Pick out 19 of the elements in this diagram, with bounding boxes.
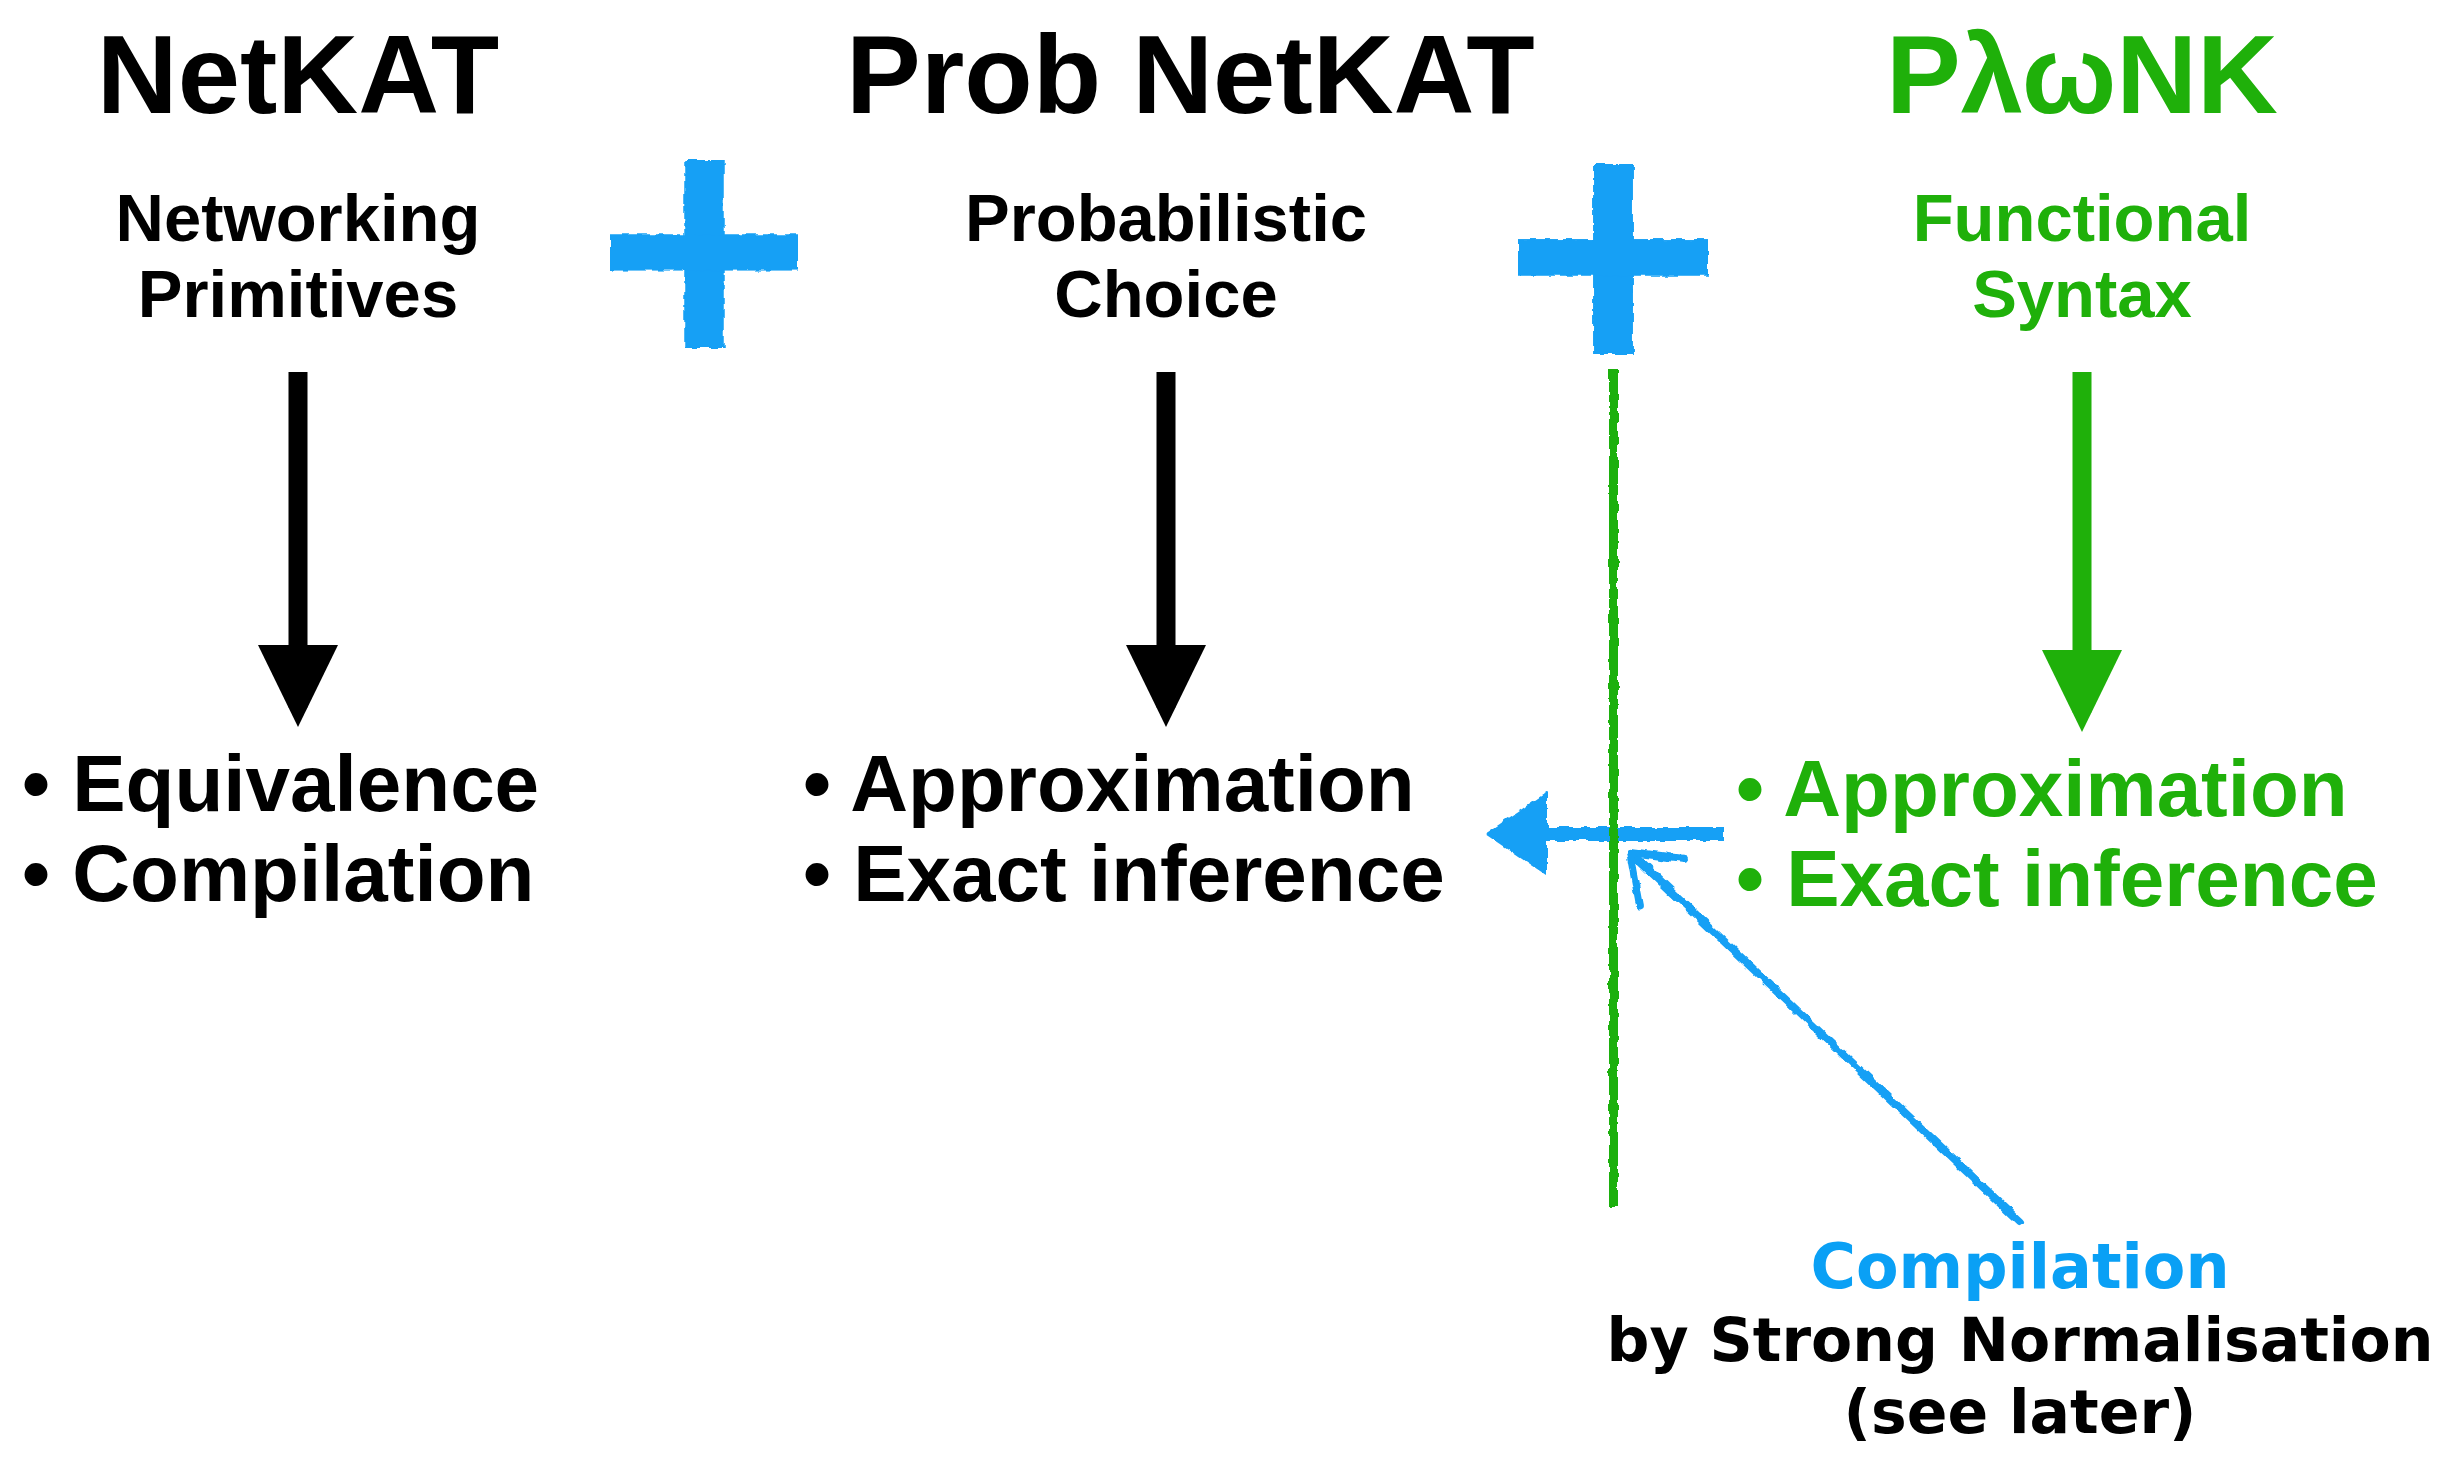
column-title: PλωNK xyxy=(1886,12,2278,138)
note-heading: Compilation xyxy=(1810,1230,2230,1304)
arrow xyxy=(1485,792,1724,876)
arrow xyxy=(1626,848,2024,1226)
column-title: Prob NetKAT xyxy=(846,12,1535,138)
bullet-item: • Exact inference xyxy=(803,829,1445,919)
bullet-item: • Compilation xyxy=(22,829,535,919)
note-text: by Strong Normalisation (see later) xyxy=(1605,1304,2435,1448)
column-subtitle: Networking Primitives xyxy=(115,180,481,332)
bullet-item: • Equivalence xyxy=(22,739,540,829)
column-subtitle: Probabilistic Choice xyxy=(964,180,1368,332)
arrow xyxy=(1126,372,1206,727)
bullet-item: • Approximation xyxy=(803,739,1415,829)
arrow xyxy=(258,372,338,727)
column-title: NetKAT xyxy=(96,12,500,138)
arrow xyxy=(2042,372,2122,732)
bullet-item: • Exact inference xyxy=(1736,834,2378,924)
bullet-item: • Approximation xyxy=(1736,744,2348,834)
column-subtitle: Functional Syntax xyxy=(1912,180,2252,332)
